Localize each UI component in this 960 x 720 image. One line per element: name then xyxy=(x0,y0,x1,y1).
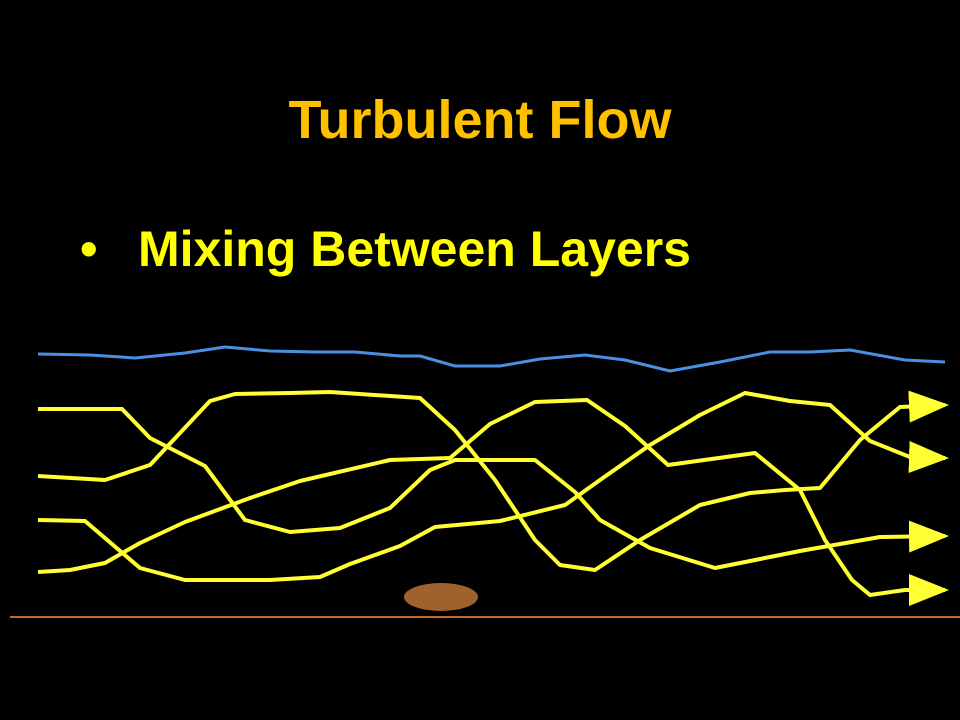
bullet-item: • Mixing Between Layers xyxy=(80,218,691,280)
flow-streamline-3 xyxy=(37,391,949,582)
water-surface-line xyxy=(37,345,946,373)
flow-streamline-1 xyxy=(38,407,949,570)
flow-streamline-4 xyxy=(37,398,949,606)
flow-streamline-2 xyxy=(37,390,949,572)
pebble xyxy=(404,583,478,611)
bullet-text: Mixing Between Layers xyxy=(138,221,691,277)
bullet-symbol: • xyxy=(80,221,98,277)
slide-title: Turbulent Flow xyxy=(288,90,672,150)
